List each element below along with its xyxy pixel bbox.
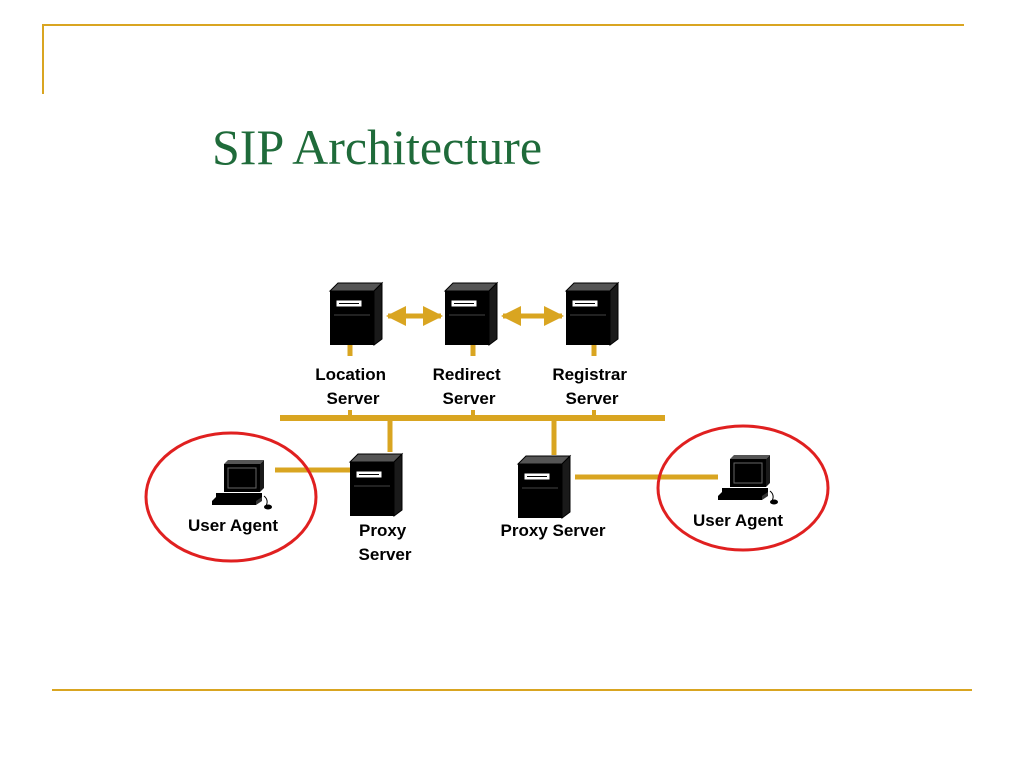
redirect-server-icon	[444, 282, 498, 346]
frame-left-rule	[42, 24, 44, 94]
registrar-server-label: Registrar Server	[552, 365, 631, 408]
user-agent-right-label: User Agent	[693, 511, 783, 530]
user-agent-left-computer-icon	[211, 459, 273, 510]
user-agent-left-highlight	[144, 431, 318, 563]
proxy-server-right-label: Proxy Server	[501, 521, 606, 540]
slide-title: SIP Architecture	[212, 119, 543, 175]
user-agent-right-computer-icon	[717, 454, 779, 505]
redirect-server-label: Redirect Server	[433, 365, 506, 408]
proxy-server-left-icon	[349, 453, 403, 517]
registrar-server-icon	[565, 282, 619, 346]
proxy-server-left-label: Proxy Server	[359, 521, 412, 564]
frame-bottom-rule	[52, 689, 972, 691]
user-agent-right-highlight	[656, 424, 830, 552]
frame-top-rule	[42, 24, 964, 26]
location-server-label: Location Server	[315, 365, 391, 408]
user-agent-left-label: User Agent	[188, 516, 278, 535]
proxy-server-right-icon	[517, 455, 571, 519]
network-links	[275, 306, 718, 480]
location-server-icon	[329, 282, 383, 346]
